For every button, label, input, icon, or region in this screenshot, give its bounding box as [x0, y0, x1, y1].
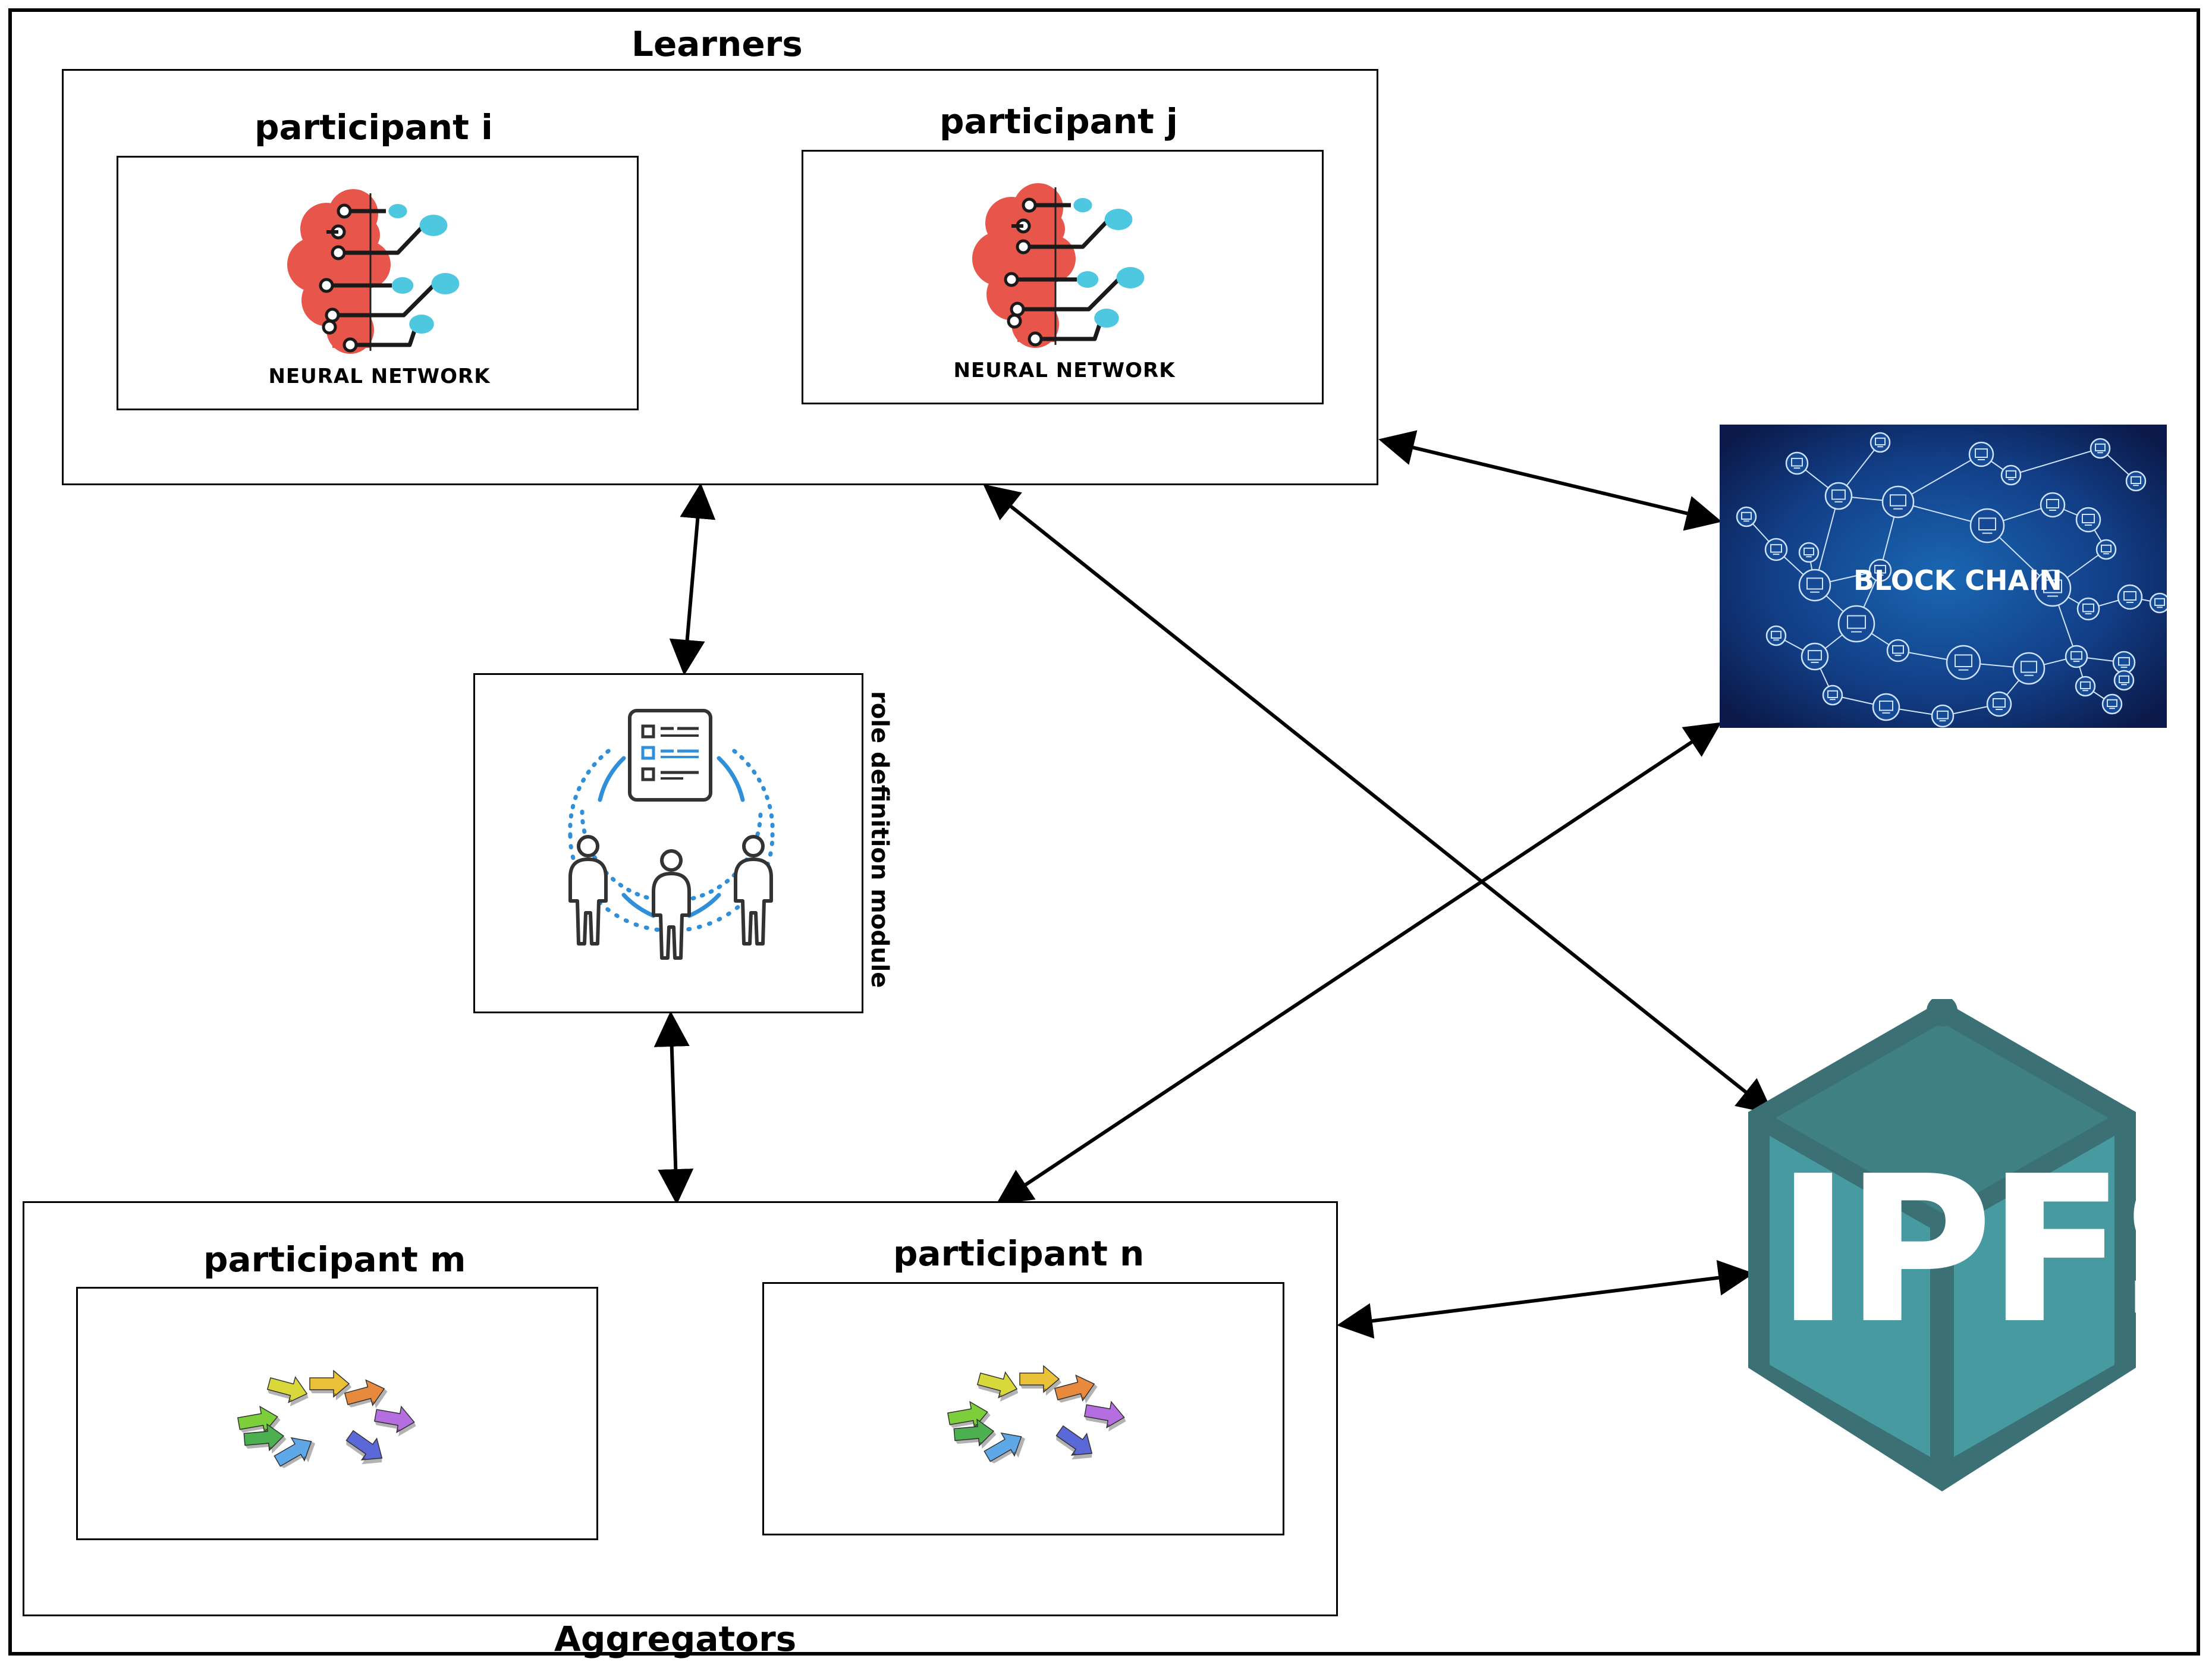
participant-m-title: participant m — [203, 1239, 466, 1280]
neural-network-caption: NEURAL NETWORK — [268, 365, 491, 388]
arrow-learners-ipfs — [983, 484, 1774, 1114]
participant-i-box: NEURAL NETWORK — [117, 156, 639, 410]
brain-circuit-icon — [972, 183, 1145, 348]
learners-title: Learners — [631, 24, 803, 64]
participant-i-title: participant i — [254, 107, 493, 147]
brain-circuit-icon — [287, 189, 460, 354]
ipfs-label: IPFS — [1776, 1133, 2138, 1368]
blockchain-image: BLOCK CHAIN — [1720, 425, 2167, 728]
blockchain-label: BLOCK CHAIN — [1853, 564, 2062, 596]
arrow-aggregators-blockchain — [996, 722, 1721, 1205]
converging-arrows-icon — [237, 1370, 416, 1468]
role-module-label: role definition module — [866, 691, 893, 988]
participant-j-box: NEURAL NETWORK — [802, 150, 1324, 404]
diagram-frame — [8, 8, 2200, 1656]
arrow-learners-blockchain — [1378, 430, 1722, 531]
network-nodes — [1736, 432, 2167, 728]
arrow-aggregators-ipfs — [1337, 1259, 1754, 1339]
participant-n-title: participant n — [893, 1233, 1145, 1274]
role-definition-box — [473, 673, 863, 1013]
team-roles-icon — [568, 709, 775, 960]
converging-arrows-icon — [947, 1365, 1126, 1463]
participant-j-title: participant j — [940, 101, 1178, 142]
arrow-learners-role — [669, 483, 716, 676]
aggregators-title: Aggregators — [554, 1619, 797, 1659]
ipfs-logo: IPFS — [1748, 999, 2138, 1491]
neural-network-caption: NEURAL NETWORK — [953, 359, 1176, 382]
arrow-role-aggregators — [653, 1011, 694, 1205]
participant-n-box — [762, 1282, 1284, 1535]
participant-m-box — [76, 1287, 598, 1540]
